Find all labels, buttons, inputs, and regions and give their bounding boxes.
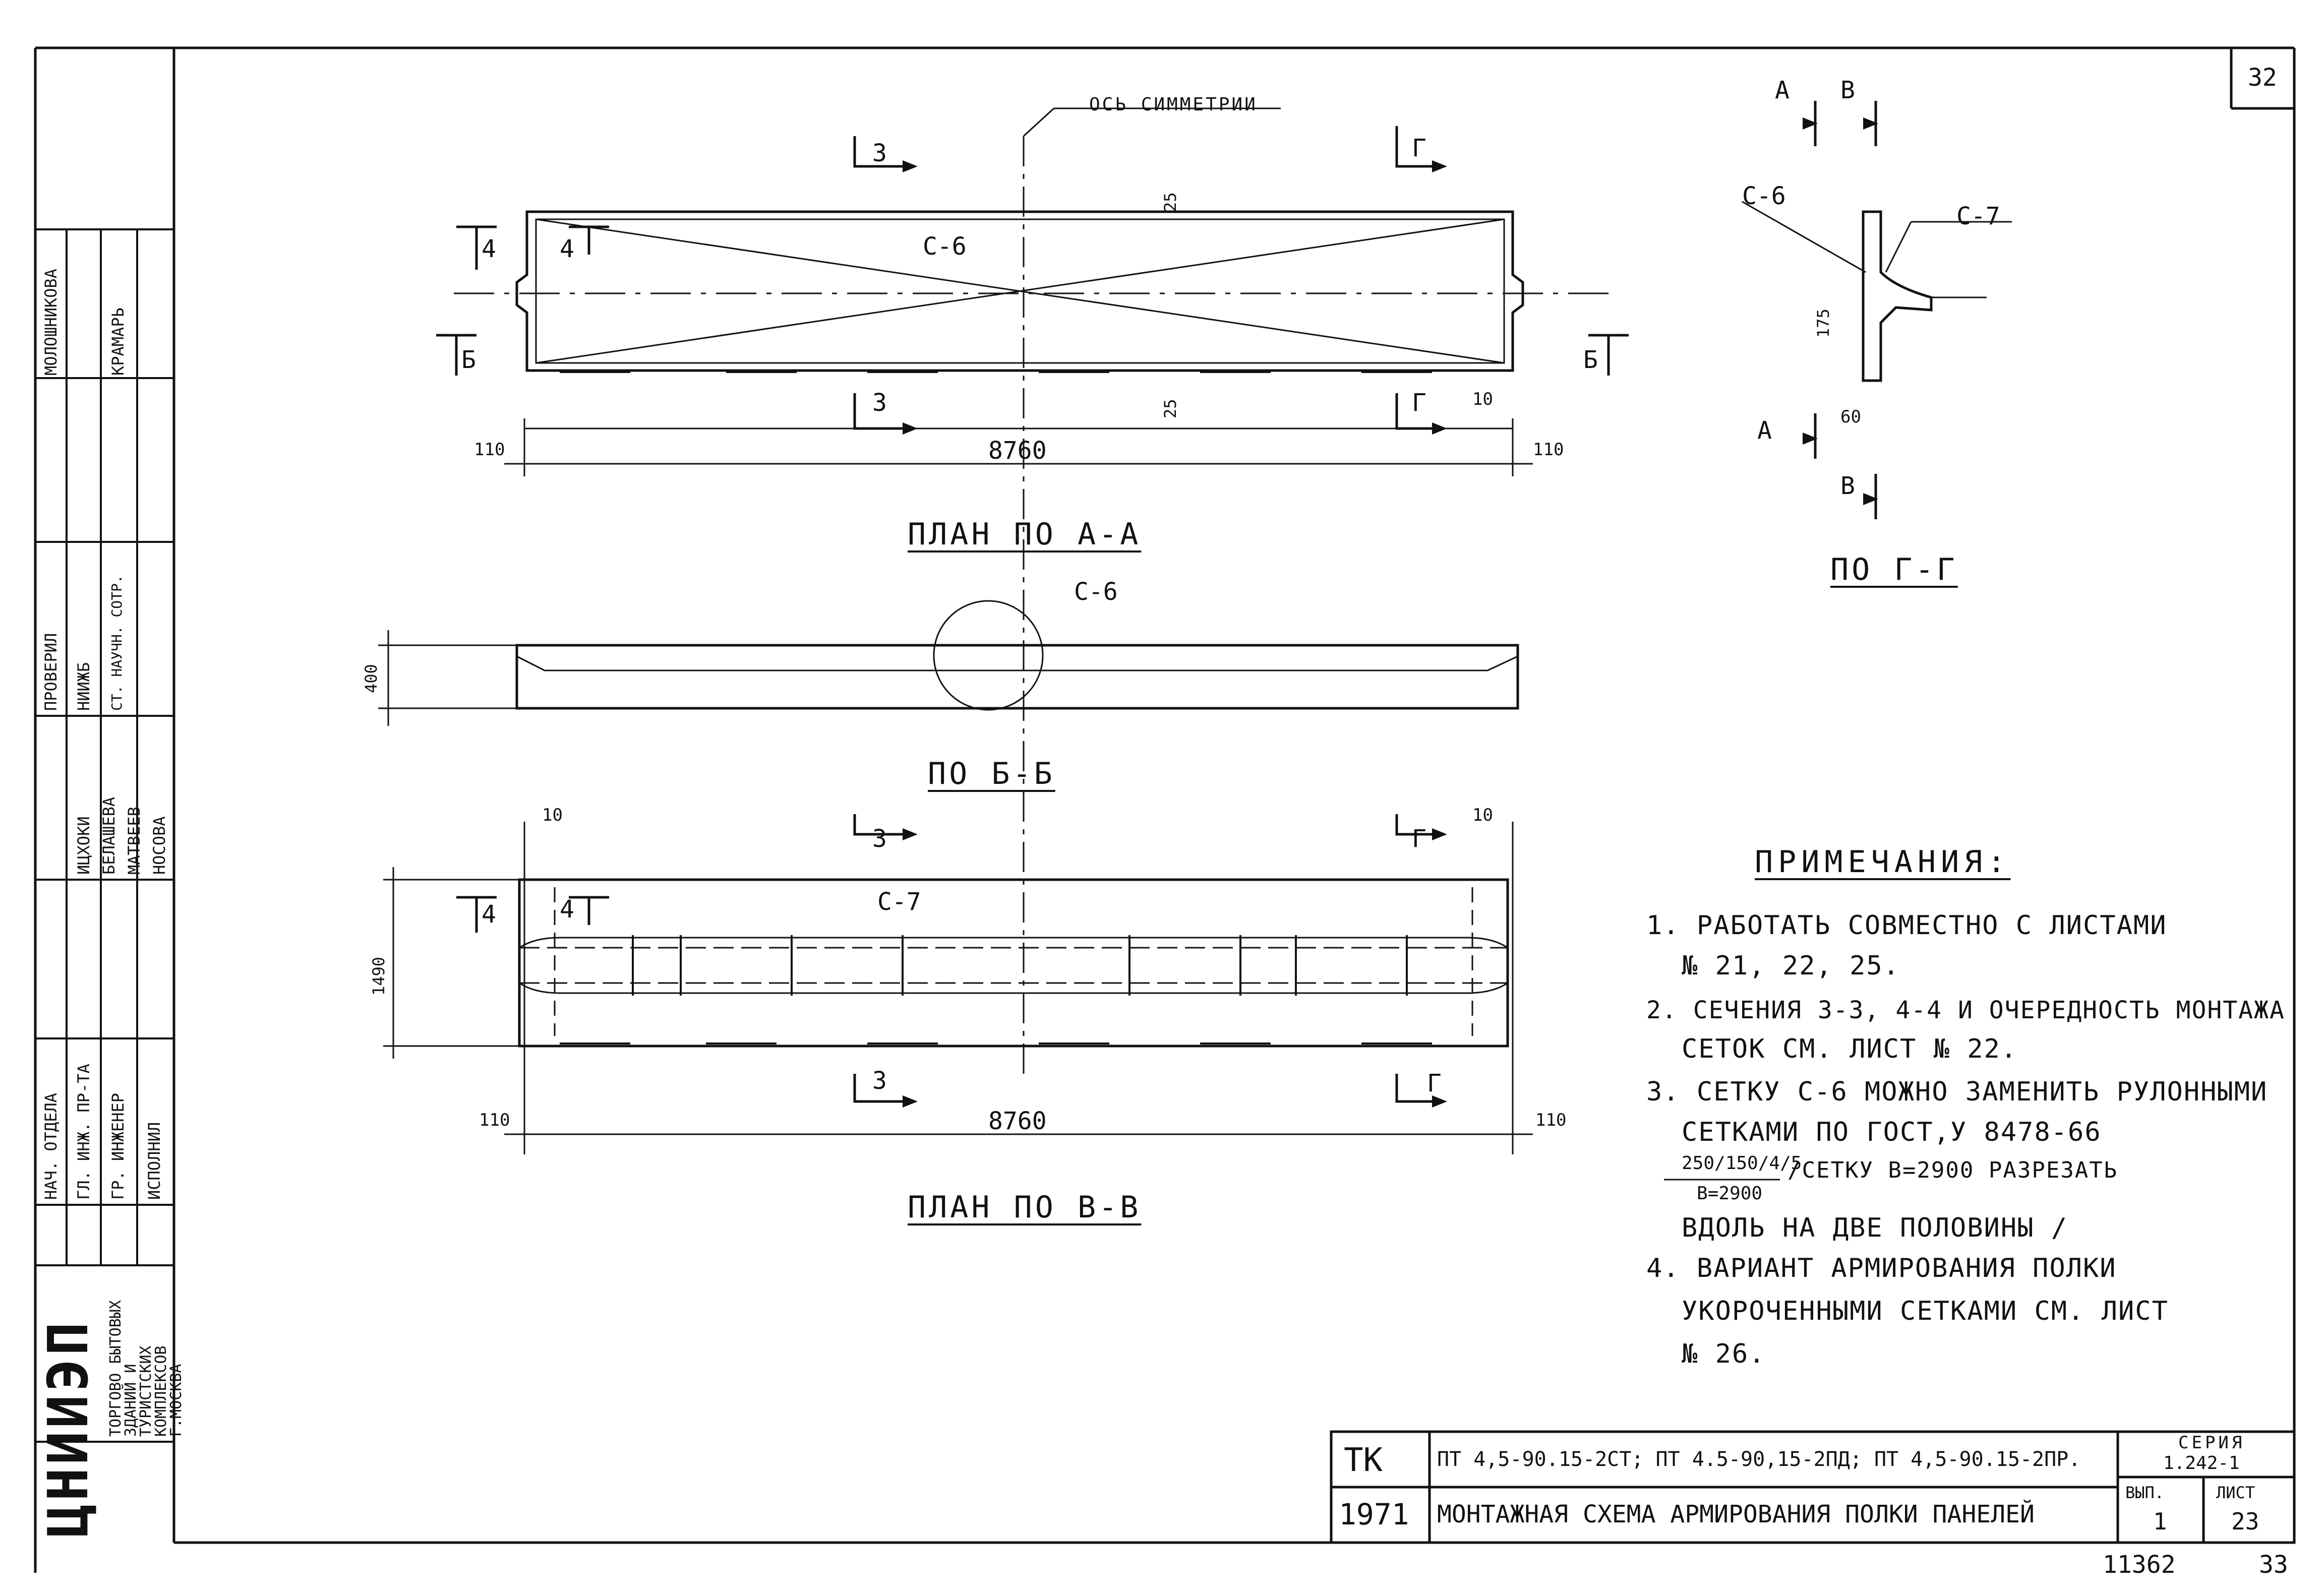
left-strip-grid — [35, 228, 174, 1443]
mark-3-top: 3 — [872, 139, 887, 167]
note-line-10: УКОРОЧЕННЫМИ СЕТКАМИ СМ. ЛИСТ — [1682, 1296, 2169, 1326]
dim-110-vv-left: 110 — [479, 1110, 510, 1130]
plan-aa-title: ПЛАН ПО А-А — [908, 517, 1142, 552]
dim-110-aa-left: 110 — [474, 440, 505, 460]
mark-4-left: 4 — [482, 235, 496, 263]
mesh-c6-label-aa: С-6 — [923, 232, 967, 261]
mark-4-inner: 4 — [560, 235, 574, 263]
dimension-8760-vv — [504, 822, 1533, 1154]
series-label: СЕРИЯ — [2178, 1433, 2245, 1453]
note-line-9: 4. ВАРИАНТ АРМИРОВАНИЯ ПОЛКИ — [1646, 1253, 2117, 1283]
role-3: ГР. ИНЖЕНЕР — [108, 1093, 128, 1200]
bottom-number-archive: 11362 — [2103, 1551, 2176, 1579]
role-1: НАЧ. ОТДЕЛА — [41, 1093, 61, 1200]
section-marks-vv — [456, 814, 1442, 1103]
mark-4-vv-left: 4 — [482, 900, 496, 929]
dim-10-vv-right: 10 — [1472, 805, 1493, 825]
dim-10-vv-left: 10 — [542, 805, 563, 825]
note-line-2: № 21, 22, 25. — [1682, 951, 1900, 981]
series-value: 1.242-1 — [2163, 1453, 2240, 1474]
dim-cover-bottom: 25 — [1161, 399, 1180, 418]
title-code: ТК — [1344, 1442, 1383, 1479]
mesh-c6-label-bb: С-6 — [1074, 578, 1118, 606]
name-3: МАТВЕЕВ — [125, 807, 144, 875]
name-1: ИЦХОКИ — [74, 816, 93, 875]
dim-110-aa-right: 110 — [1533, 440, 1564, 460]
checker-2: КРАМАРЬ — [108, 308, 128, 376]
org-name: ТОРГОВО БЫТОВЫХ ЗДАНИЙ И ТУРИСТСКИХ КОМП… — [107, 1300, 185, 1437]
page-number: 32 — [2248, 64, 2277, 92]
checked-label: ПРОВЕРИЛ — [41, 633, 61, 711]
sheet-label: ЛИСТ — [2216, 1483, 2255, 1502]
dim-1490: 1490 — [369, 956, 388, 996]
role-4: ИСПОЛНИЛ — [145, 1122, 164, 1200]
dim-175: 175 — [1814, 309, 1833, 338]
mark-3-vv-top: 3 — [872, 825, 887, 853]
sheet-value: 23 — [2231, 1508, 2259, 1535]
mark-g-vv-bottom: Г — [1427, 1069, 1442, 1097]
mesh-c7-label-gg: С-7 — [1956, 202, 2000, 230]
section-gg-outline — [1742, 101, 2012, 519]
section-marks-aa — [436, 126, 1629, 430]
dim-400: 400 — [362, 664, 381, 693]
note-line-1: 1. РАБОТАТЬ СОВМЕСТНО С ЛИСТАМИ — [1646, 910, 2167, 941]
symmetry-axis-label: ОСЬ СИММЕТРИИ — [1089, 94, 1258, 115]
name-2: БЕЛАШЕВА — [99, 796, 118, 875]
mark-a-top: А — [1775, 76, 1790, 104]
plan-vv-title: ПЛАН ПО В-В — [908, 1190, 1142, 1225]
mark-a-bottom: А — [1757, 416, 1772, 445]
title-block-grid — [1330, 1430, 2296, 1544]
note-line-8: ВДОЛЬ НА ДВЕ ПОЛОВИНЫ / — [1682, 1213, 2068, 1243]
note-line-7: /СЕТКУ В=2900 РАЗРЕЗАТЬ — [1788, 1157, 2118, 1183]
section-bb-outline — [378, 600, 1519, 726]
mark-g-top: Г — [1412, 134, 1426, 162]
title-main: МОНТАЖНАЯ СХЕМА АРМИРОВАНИЯ ПОЛКИ ПАНЕЛЕ… — [1437, 1500, 2035, 1528]
mark-g-vv-top: Г — [1412, 825, 1426, 853]
mark-b-left: Б — [461, 346, 476, 374]
dim-60: 60 — [1840, 407, 1861, 427]
section-bb-title: ПО Б-Б — [928, 756, 1055, 791]
issue-label: ВЫП. — [2125, 1483, 2165, 1502]
checker-1: МОЛОШНИКОВА — [41, 269, 61, 376]
institute: НИИЖБ — [74, 662, 93, 711]
mark-v-bottom: В — [1840, 472, 1855, 500]
bottom-number-page: 33 — [2259, 1551, 2288, 1579]
title-year: 1971 — [1339, 1497, 1409, 1531]
org-logo: ЦНИИЭП — [36, 1319, 100, 1538]
note-line-11: № 26. — [1682, 1339, 1766, 1369]
note-line-5: 3. СЕТКУ С-6 МОЖНО ЗАМЕНИТЬ РУЛОННЫМИ — [1646, 1077, 2268, 1107]
note-fraction-numerator: 250/150/4/5 — [1682, 1153, 1802, 1174]
notes-heading: ПРИМЕЧАНИЯ: — [1755, 844, 2011, 880]
issue-value: 1 — [2153, 1508, 2167, 1535]
section-gg-title: ПО Г-Г — [1830, 552, 1958, 587]
note-line-3: 2. СЕЧЕНИЯ 3-3, 4-4 И ОЧЕРЕДНОСТЬ МОНТАЖ… — [1646, 996, 2285, 1024]
mark-g-aa-bottom: Г — [1412, 389, 1426, 417]
mark-3-aa-bottom: 3 — [872, 389, 887, 417]
name-4: НОСОВА — [150, 816, 169, 875]
mesh-c7-label-vv: С-7 — [877, 888, 921, 916]
mark-4-vv-inner: 4 — [560, 895, 574, 924]
mark-b-right: Б — [1583, 346, 1598, 374]
mesh-c6-label-gg: С-6 — [1742, 182, 1786, 210]
note-line-4: СЕТОК СМ. ЛИСТ № 22. — [1682, 1034, 2018, 1064]
mark-v-top: В — [1840, 76, 1855, 104]
mark-3-vv-bottom: 3 — [872, 1067, 887, 1095]
dimension-8760-aa — [504, 418, 1533, 476]
dim-cover-top: 25 — [1161, 192, 1180, 212]
position: СТ. НАУЧН. СОТР. — [108, 575, 125, 711]
dim-10-aa: 10 — [1472, 389, 1493, 409]
dim-8760-aa: 8760 — [988, 437, 1047, 465]
note-fraction-denominator: В=2900 — [1697, 1183, 1763, 1204]
title-marks: ПТ 4,5-90.15-2СТ; ПТ 4.5-90,15-2ПД; ПТ 4… — [1437, 1448, 2081, 1471]
dim-110-vv-right: 110 — [1535, 1110, 1567, 1130]
dim-8760-vv: 8760 — [988, 1107, 1047, 1135]
plan-aa-outline — [454, 210, 1614, 373]
note-line-6: СЕТКАМИ ПО ГОСТ,У 8478-66 — [1682, 1117, 2102, 1147]
plan-vv-outline — [383, 867, 1509, 1059]
role-2: ГЛ. ИНЖ. ПР-ТА — [74, 1064, 93, 1200]
